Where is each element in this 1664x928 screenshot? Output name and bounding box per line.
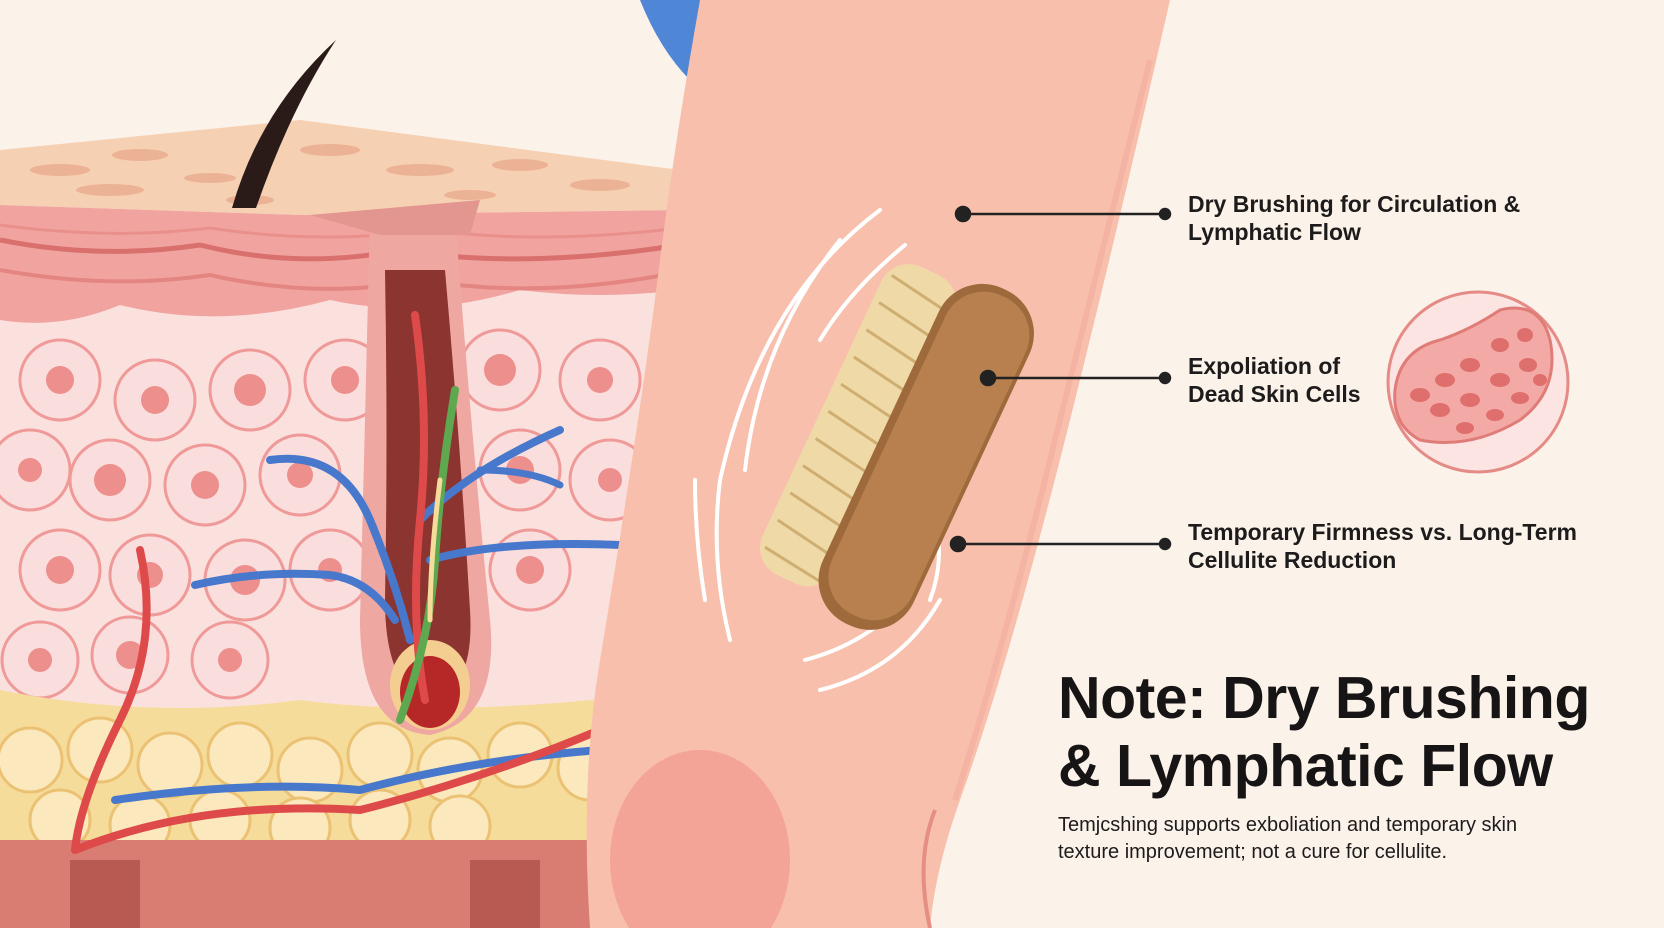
motion-lines (693, 208, 942, 692)
artery (411, 311, 429, 704)
callout-circulation: Dry Brushing for Circulation & Lymphatic… (1188, 190, 1520, 246)
callout-lines (949, 205, 1172, 553)
dry-brush (760, 264, 1034, 630)
callout-firmness-line2: Cellulite Reduction (1188, 547, 1397, 573)
note-body: Temjcshing supports exboliation and temp… (1058, 812, 1658, 866)
note-title: Note: Dry Brushing & Lymphatic Flow (1058, 664, 1658, 800)
callout-exfoliation-line2: Dead Skin Cells (1188, 381, 1361, 407)
note-body-line1: Temjcshing supports exboliation and temp… (1058, 814, 1518, 836)
callout-circulation-line2: Lymphatic Flow (1188, 219, 1361, 245)
skin-cross-section (0, 40, 681, 928)
magnified-skin-detail (1386, 290, 1570, 474)
callout-exfoliation: Expoliation of Dead Skin Cells (1188, 352, 1361, 408)
callout-exfoliation-line1: Expoliation of (1188, 353, 1341, 379)
note-title-line1: Note: Dry Brushing (1058, 665, 1590, 731)
callout-circulation-line1: Dry Brushing for Circulation & (1188, 191, 1521, 217)
callout-firmness-line1: Temporary Firmness vs. Long-Term (1188, 519, 1577, 545)
note-title-line2: & Lymphatic Flow (1058, 733, 1553, 799)
lymph-vessel (396, 386, 459, 724)
hair-strand (232, 40, 336, 208)
note-body-line2: texture improvement; not a cure for cell… (1058, 841, 1448, 863)
callout-firmness: Temporary Firmness vs. Long-Term Celluli… (1188, 518, 1577, 574)
knee (610, 750, 790, 928)
vein-network (266, 454, 414, 644)
